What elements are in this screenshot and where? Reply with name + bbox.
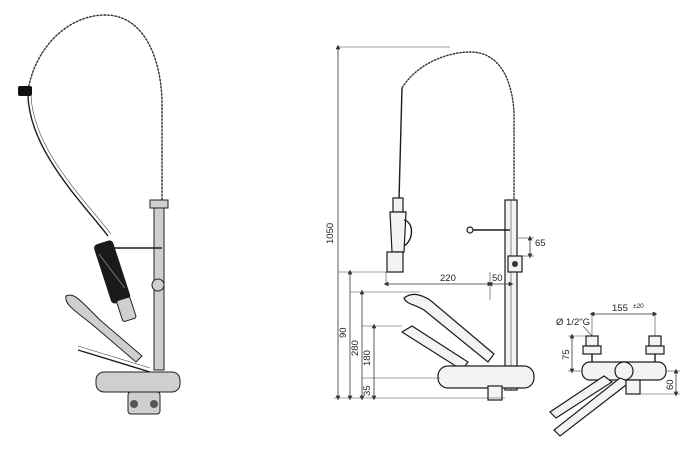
photo-spring-grip (18, 86, 32, 96)
dim-1050: 1050 (325, 44, 450, 401)
dim-75-label: 75 (561, 349, 572, 360)
technical-drawing: 1050 90 280 180 35 2 (325, 44, 680, 437)
photo-spray-head (94, 240, 137, 322)
dim-180: 180 (362, 323, 402, 401)
dim-65: 65 (518, 235, 546, 259)
drawing-lever (403, 293, 495, 363)
dim-180-label: 180 (362, 350, 373, 366)
photo-spout (77, 349, 151, 373)
detail-center-knob (614, 361, 634, 381)
detail-spout (549, 375, 614, 419)
drawing-spray-gun (386, 197, 413, 273)
dim-220-label: 220 (440, 273, 456, 284)
dim-50: 50 (487, 272, 514, 300)
photo-hose (27, 95, 109, 237)
photo-spring-core (27, 14, 163, 200)
dim-90-label: 90 (338, 327, 349, 338)
dim-220: 220 (383, 272, 493, 287)
dim-280: 280 (350, 289, 420, 401)
dim-50-label: 50 (492, 273, 503, 284)
dim-35-label: 35 (362, 385, 373, 396)
wall-mount-detail: 155 ±20 Ø 1/2"G 75 (549, 303, 680, 437)
drawing-spring-core (401, 51, 515, 200)
dim-90: 90 (338, 269, 386, 401)
dim-155-tolerance: ±20 (633, 303, 644, 310)
photo-spring-coil (27, 14, 163, 200)
dim-1050-label: 1050 (325, 223, 336, 244)
photo-wall-connector (127, 391, 161, 415)
photo-mixer-body (95, 371, 181, 393)
dim-155-label: 155 (612, 303, 628, 314)
drawing-spout (400, 325, 469, 371)
dim-35: 35 (334, 377, 505, 399)
dim-280-label: 280 (350, 340, 361, 356)
thread-label: Ø 1/2"G (556, 317, 590, 328)
drawing-bracket (466, 226, 523, 273)
faucet-photo (18, 14, 181, 415)
photo-riser-collar (149, 199, 169, 209)
photo-lever-handle (65, 294, 143, 363)
dim-60-label: 60 (665, 379, 676, 390)
photo-bracket-knob (151, 278, 165, 292)
drawing-spring-coil (401, 51, 515, 200)
drawing-mixer-body (437, 365, 535, 389)
drawing-hose (398, 87, 403, 201)
dim-65-label: 65 (535, 238, 546, 249)
